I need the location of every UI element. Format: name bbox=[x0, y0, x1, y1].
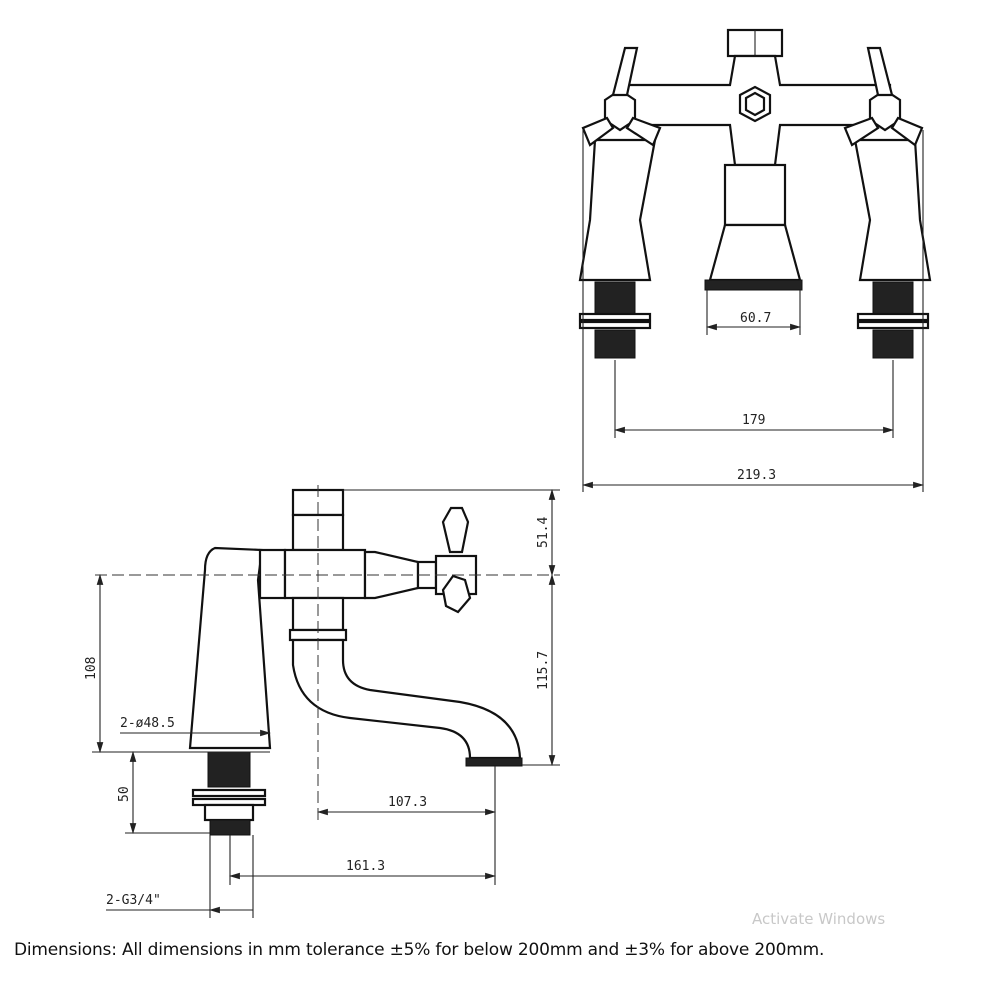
side-crossbar bbox=[283, 548, 367, 600]
dim-label-spout-height: 115.7 bbox=[536, 651, 551, 690]
dim-label-spout-reach: 107.3 bbox=[388, 795, 427, 810]
side-lever bbox=[441, 506, 470, 554]
watermark-text: Activate Windows bbox=[752, 910, 886, 928]
dim-label-total-reach: 161.3 bbox=[346, 859, 385, 874]
side-spout bbox=[291, 638, 522, 760]
dim-label-tap-centres: 179 bbox=[742, 413, 765, 428]
dim-label-top: 51.4 bbox=[536, 517, 551, 548]
dim-label-base-diameter: 2-ø48.5 bbox=[120, 716, 175, 731]
dim-label-spout-base: 60.7 bbox=[740, 311, 771, 326]
right-tap-body bbox=[853, 138, 932, 282]
left-tap-body bbox=[578, 138, 657, 282]
dim-label-thread-size: 2-G3/4" bbox=[106, 893, 161, 908]
side-tap-body bbox=[188, 546, 272, 750]
spout-base bbox=[704, 279, 803, 291]
dim-label-thread-length: 50 bbox=[117, 786, 132, 802]
spout-outlet bbox=[465, 757, 523, 767]
left-lever-top bbox=[611, 46, 639, 97]
spout-collar bbox=[708, 223, 802, 282]
front-elevation-view: 60.7 179 219.3 bbox=[578, 28, 932, 492]
side-thread-upper bbox=[207, 751, 251, 788]
right-lever-top bbox=[866, 46, 894, 97]
footer-note: Dimensions: All dimensions in mm toleran… bbox=[14, 940, 825, 960]
dim-label-height: 108 bbox=[84, 657, 99, 680]
dim-label-overall-width: 219.3 bbox=[737, 468, 776, 483]
diverter-stem bbox=[723, 163, 787, 227]
side-elevation-view: 108 50 51.4 115.7 2-ø48.5 107.3 161.3 2-… bbox=[84, 485, 560, 918]
